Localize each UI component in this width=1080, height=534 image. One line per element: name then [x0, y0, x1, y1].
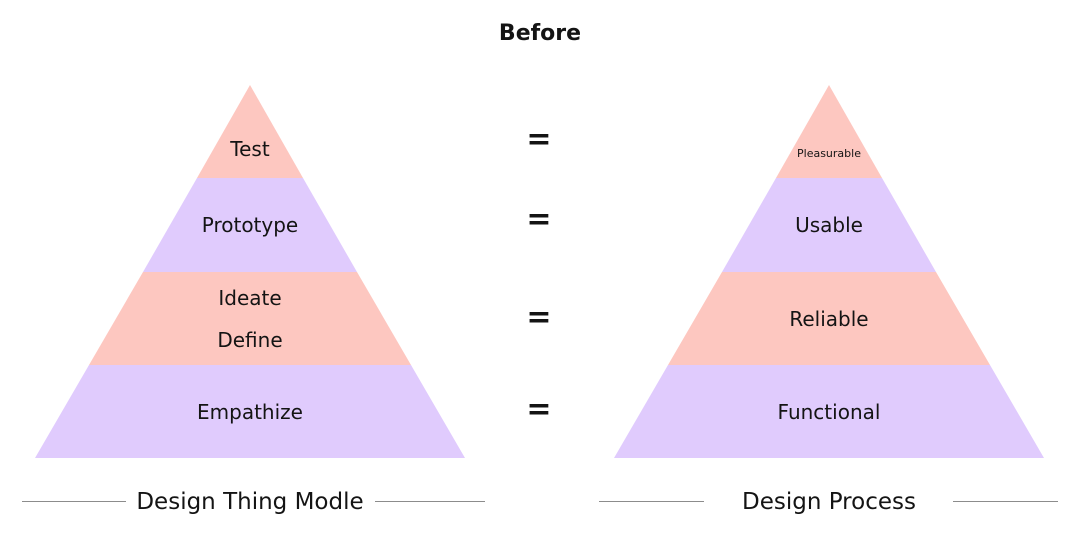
left-layer-top-label: Test: [230, 137, 270, 161]
left-pyramid-caption: Design Thing Modle: [136, 489, 364, 515]
diagram-title: Before: [498, 21, 582, 46]
right-caption-rule-right: [953, 501, 1058, 502]
right-pyramid-layer-bottom: [614, 365, 1044, 458]
equals-sign: =: [526, 122, 552, 157]
right-layer-bottom-label: Functional: [777, 400, 881, 424]
right-layer-third-label: Reliable: [789, 307, 869, 331]
left-caption-rule-right: [375, 501, 485, 502]
left-layer-bottom-label: Empathize: [197, 400, 303, 424]
left-pyramid-layer-second: [143, 178, 357, 272]
right-pyramid-layer-second: [722, 178, 936, 272]
right-pyramid: [614, 85, 1044, 458]
right-caption-rule-left: [599, 501, 704, 502]
left-pyramid-layer-third: [89, 272, 411, 365]
left-layer-third-label-2: Define: [217, 328, 283, 352]
right-pyramid-layer-third: [668, 272, 990, 365]
left-pyramid-layer-top: [197, 85, 303, 178]
left-layer-second-label: Prototype: [201, 213, 299, 237]
right-pyramid-caption: Design Process: [742, 489, 916, 515]
left-pyramid-layer-bottom: [35, 365, 465, 458]
right-layer-second-label: Usable: [795, 213, 863, 237]
right-pyramid-layer-top: [776, 85, 882, 178]
equals-sign: =: [526, 392, 552, 427]
right-layer-top-label: Pleasurable: [797, 147, 861, 160]
equals-sign: =: [526, 202, 552, 237]
left-caption-rule-left: [22, 501, 126, 502]
left-layer-third-label-1: Ideate: [218, 286, 282, 310]
left-pyramid: [35, 85, 465, 458]
equals-sign: =: [526, 300, 552, 335]
